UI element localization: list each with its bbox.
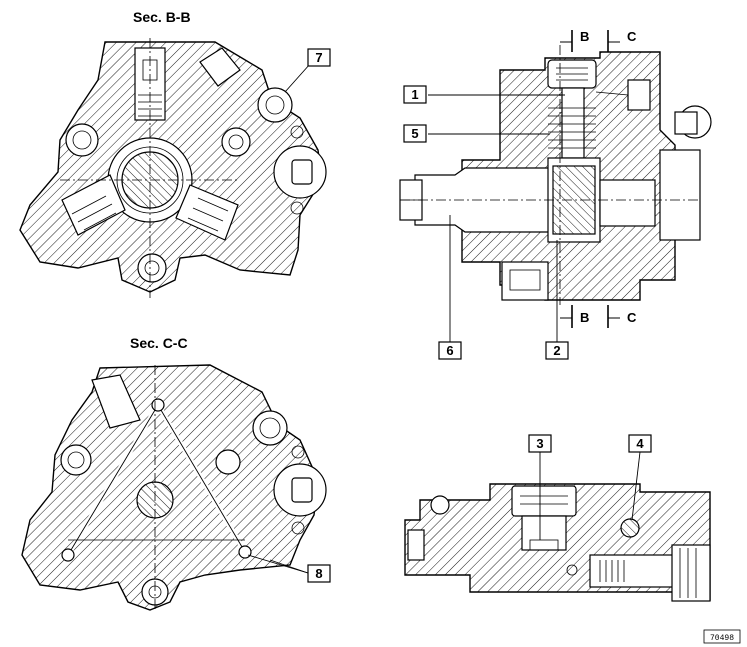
sensor-connector-bb (291, 159, 313, 185)
callout-3: 3 (528, 434, 552, 453)
section-mark-c-bottom: C (627, 310, 637, 325)
right-plunger-bore (175, 184, 239, 241)
section-mark-c-top: C (627, 29, 637, 44)
valve-4-ball (620, 518, 640, 538)
section-bb-view: Sec. B-B (19, 9, 327, 298)
section-cc-view: Sec. C-C (21, 335, 327, 612)
bottom-block (501, 261, 549, 301)
plunger-1 (561, 87, 585, 159)
svg-text:6: 6 (446, 343, 453, 358)
callout-6: 6 (438, 341, 462, 360)
reference-code: 70498 (710, 634, 734, 643)
section-cc-title: Sec. C-C (130, 335, 188, 351)
callout-1: 1 (403, 85, 427, 104)
valve-4-plug (671, 544, 711, 602)
callout-8: 8 (307, 564, 331, 583)
valve-4-bore (589, 554, 676, 588)
svg-text:4: 4 (636, 436, 644, 451)
rear-cover (659, 149, 701, 241)
detail-section (404, 483, 711, 602)
svg-text:2: 2 (553, 343, 560, 358)
callout-2: 2 (545, 341, 569, 360)
pressure-valve-top (627, 79, 651, 111)
shaft-rear (599, 179, 656, 227)
svg-text:3: 3 (536, 436, 543, 451)
callout-4: 4 (628, 434, 652, 453)
callout-5: 5 (403, 124, 427, 143)
section-bb-title: Sec. B-B (133, 9, 191, 25)
valve-3-body (521, 515, 567, 551)
section-mark-b-bottom: B (580, 310, 589, 325)
left-plunger-bore (61, 174, 126, 236)
svg-text:1: 1 (411, 87, 418, 102)
bore-callout-7 (257, 87, 293, 123)
callout-7: 7 (307, 48, 331, 67)
svg-text:5: 5 (411, 126, 418, 141)
longitudinal-section: B C B C (399, 29, 712, 328)
svg-text:8: 8 (315, 566, 322, 581)
svg-text:7: 7 (315, 50, 322, 65)
spring-5 (548, 107, 596, 149)
valve-3-head (511, 485, 577, 517)
section-mark-b-top: B (580, 29, 589, 44)
reference-code-box: 70498 (703, 629, 741, 644)
